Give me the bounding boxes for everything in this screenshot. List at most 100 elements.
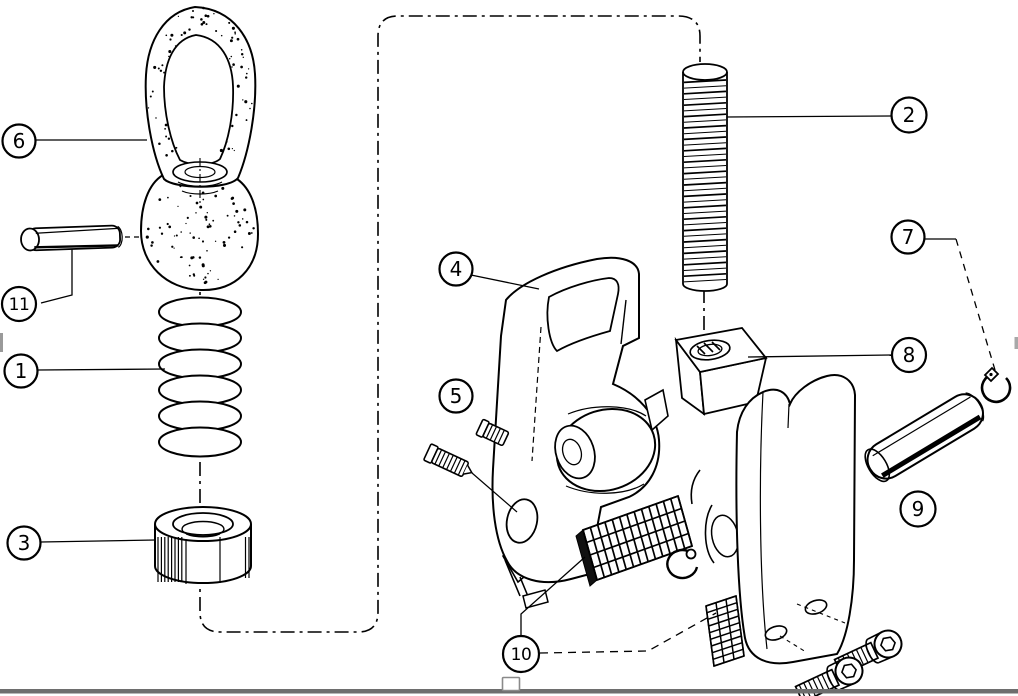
leader-3 [40, 539, 156, 543]
cap-screw-face [834, 656, 864, 686]
nut-hole [172, 512, 234, 536]
callout-7: 7 [890, 219, 926, 255]
screw-assembly-dash1 [796, 603, 846, 624]
page-artifacts [0, 333, 1018, 694]
callout-9-circle [899, 490, 937, 528]
spring-coil [158, 374, 242, 406]
bracket-inner-edge1 [620, 299, 627, 345]
eye-ring-opening [163, 34, 235, 166]
pivot-pin-cap-arc [965, 392, 985, 422]
set-screws-part [423, 418, 518, 513]
body-saddle-line [787, 403, 790, 429]
leader-4 [470, 274, 540, 290]
coil-spring-part [158, 296, 242, 458]
stud-top [682, 63, 728, 81]
wedge-nut-part [674, 327, 768, 416]
cap-screw-hex-socket [880, 636, 896, 652]
callout-2-circle [890, 96, 928, 134]
screw-assembly-dash2 [779, 635, 807, 653]
pivot-pin-body [866, 393, 984, 480]
roll-pin-line2 [34, 244, 119, 249]
assembly-path-line [199, 15, 701, 633]
leader-10-left [520, 556, 586, 635]
threaded-stud-part [682, 63, 728, 292]
set-screw-body [482, 422, 510, 447]
callout-3-circle [6, 525, 42, 561]
grip-pad-rear-serrations [705, 595, 745, 667]
cap-screw-2 [794, 656, 864, 696]
bracket-foot [522, 589, 549, 609]
leader-7-dash [955, 238, 996, 371]
cam-boss-band-top [567, 406, 647, 417]
callout-4-label: 4 [450, 257, 463, 281]
leader-1 [37, 368, 166, 371]
set-screw-lower [423, 443, 473, 478]
retaining-ring-tab-hole [989, 372, 993, 377]
callout-10-label: 10 [511, 645, 532, 665]
callout-8: 8 [890, 336, 928, 374]
nut-knurling [157, 537, 250, 582]
pivot-pin-end [864, 448, 891, 483]
roll-pin-end [20, 227, 40, 252]
callout-1-circle [3, 353, 39, 389]
lifting-eye-part [139, 5, 260, 292]
leader-11 [40, 249, 73, 304]
bracket-cam-tooth [644, 388, 669, 432]
callout-4-circle [438, 251, 474, 287]
pivot-pin-part [864, 392, 985, 483]
cam-boss-face [554, 424, 596, 480]
grip-pad-front-part [575, 494, 694, 587]
callout-6-circle [1, 123, 37, 159]
cap-screw-head-arc [865, 638, 880, 664]
callout-1-label: 1 [15, 359, 28, 383]
pivot-pin-highlight [872, 396, 971, 457]
nut-hole-arc [185, 533, 221, 538]
set-screw-upper [475, 418, 510, 447]
cap-screws-part [794, 629, 903, 696]
wedge-thread-inner [697, 343, 723, 357]
callout-7-circle [890, 219, 926, 255]
small-ring-clip-part [666, 548, 699, 580]
eye-base [139, 170, 260, 292]
roll-pin-cap [117, 225, 123, 248]
roll-pin-part [20, 224, 123, 252]
spring-coil [158, 296, 242, 328]
grip-pad-serrations [582, 495, 693, 581]
bracket-window [546, 277, 620, 353]
body-jaw-arc [704, 504, 715, 564]
callout-5: 5 [438, 378, 474, 414]
grip-pad-rear-part [705, 594, 745, 668]
cam-boss-band-bottom [565, 483, 645, 494]
callout-10: 10 [501, 634, 541, 674]
callout-4: 4 [438, 251, 474, 287]
spring-coil [158, 400, 242, 432]
callout-8-label: 8 [903, 343, 916, 367]
callout-6: 6 [1, 123, 37, 159]
cap-screw-face [873, 629, 903, 659]
right-edge-tick [1014, 337, 1018, 349]
set-screw-threads [485, 424, 505, 444]
body-front-edge [759, 391, 768, 650]
spring-coil [158, 348, 242, 380]
callout-3: 3 [6, 525, 42, 561]
small-ring-body [666, 548, 699, 580]
callout-8-circle [890, 336, 928, 374]
cap-screw-hex-socket [841, 663, 857, 679]
clamp-body-part [690, 374, 857, 668]
callout-2: 2 [890, 96, 928, 134]
body-silhouette [735, 374, 857, 665]
retaining-ring-body [980, 372, 1012, 404]
leader-2 [726, 115, 892, 118]
callouts: 1 2 3 4 5 6 7 8 [0, 96, 937, 674]
wedge-thread-hatch [696, 341, 721, 355]
leader-lines [36, 115, 996, 654]
eyebolt-stipple [145, 6, 255, 285]
callout-3-label: 3 [18, 531, 31, 555]
callout-7-label: 7 [902, 225, 915, 249]
swivel-nut-part [154, 506, 252, 584]
stud-threads [683, 79, 727, 283]
leader-8 [747, 354, 892, 358]
callout-5-circle [438, 378, 474, 414]
callout-10-circle [501, 634, 541, 674]
